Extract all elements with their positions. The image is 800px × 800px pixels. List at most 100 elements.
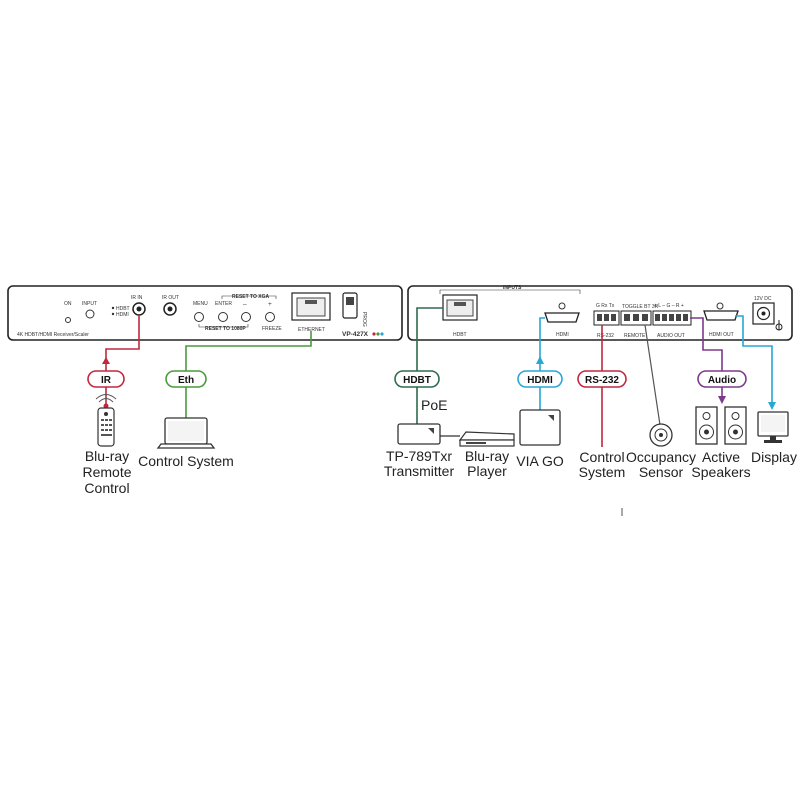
- hdmi-input-screw: [558, 302, 566, 310]
- ir-in-jack-center: [136, 306, 142, 312]
- enter-button[interactable]: [218, 312, 228, 322]
- active-speakers: Active Speakers: [691, 406, 751, 480]
- remote-pin-labels: TOGGLE BT 3R: [622, 304, 659, 310]
- speaker-left-tweeter: [702, 412, 711, 420]
- rs232-pin-g: [597, 314, 602, 321]
- ir-signal-wave-1: [98, 398, 114, 403]
- ir-out-jack[interactable]: [163, 302, 177, 316]
- bluray-player-label-2: Player: [467, 463, 507, 479]
- remote-power-button: [104, 412, 108, 416]
- transmitter-box-icon: [397, 423, 441, 445]
- via-go-label: VIA GO: [516, 453, 564, 469]
- on-label: ON: [64, 301, 72, 307]
- bluray-remote-label-1: Blu-ray: [85, 448, 129, 464]
- remote-key-1: [101, 419, 104, 421]
- rs232-port-label: RS-232: [597, 333, 614, 339]
- hdmi-out-screw: [716, 302, 724, 310]
- badge-eth-text: Eth: [178, 375, 194, 386]
- ir-in-label: IR IN: [131, 295, 143, 301]
- ir-signal-wave-2: [95, 394, 117, 400]
- plus-button[interactable]: [265, 312, 275, 322]
- minus-button[interactable]: [241, 312, 251, 322]
- sensor-line: [644, 324, 661, 426]
- display-stand-base: [764, 440, 782, 443]
- hdbt-led-label: HDBT: [116, 306, 130, 312]
- front-panel: ON INPUT HDBT HDMI IR IN IR OUT 4K HDBT/…: [7, 285, 403, 341]
- usb-prog-port-inner: [346, 297, 354, 305]
- control-system-left: Control System: [138, 417, 234, 469]
- display: Display: [751, 411, 797, 465]
- control-system-right: Control System: [579, 449, 626, 480]
- badge-rs232-pill: [577, 370, 627, 388]
- control-system-right-label-1: Control: [579, 449, 624, 465]
- remote-key-5: [105, 424, 108, 426]
- laptop-base-icon: [156, 443, 216, 449]
- model-label: VP-427X: [342, 331, 369, 338]
- hdmi-input-label: HDMI: [556, 332, 569, 338]
- audio-out-label: AUDIO OUT: [657, 333, 685, 339]
- power-jack-pin: [761, 311, 766, 316]
- badge-audio-pill: [697, 370, 747, 388]
- hdmi-led: [111, 312, 115, 316]
- remote-key-3: [109, 419, 112, 421]
- remote-key-2: [105, 419, 108, 421]
- audio-pin-4: [676, 314, 681, 321]
- logo-dot-blue: [380, 332, 384, 336]
- ir-out-label: IR OUT: [162, 295, 179, 301]
- via-go-logo: [548, 415, 554, 421]
- badge-eth-pill: [165, 370, 207, 388]
- audio-pin-3: [669, 314, 674, 321]
- occupancy-sensor-lens: [654, 428, 668, 442]
- input-button[interactable]: [85, 309, 95, 319]
- ir-out-jack-center: [167, 306, 173, 312]
- speaker-left-woofer: [699, 424, 714, 440]
- remote-key-8: [105, 429, 108, 431]
- usb-prog-port[interactable]: [342, 292, 358, 319]
- display-stand-neck: [770, 436, 776, 440]
- remote-port-label: REMOTE: [624, 333, 646, 339]
- hdmi-input-port[interactable]: [544, 312, 580, 323]
- occupancy-sensor-center: [659, 433, 663, 437]
- bluray-player-label-1: Blu-ray: [465, 448, 509, 464]
- speaker-right-woofer: [728, 424, 743, 440]
- display-label: Display: [751, 449, 797, 465]
- speaker-right-tweeter: [731, 412, 740, 420]
- occupancy-sensor-label-1: Occupancy: [626, 449, 696, 465]
- freeze-label: FREEZE: [262, 326, 282, 332]
- rs232-pin-tx: [611, 314, 616, 321]
- hdbt-input-port-inner: [446, 299, 474, 317]
- ethernet-port-clip: [305, 300, 317, 304]
- inputs-label: INPUTS: [503, 285, 522, 291]
- badge-hdbt-text: HDBT: [403, 375, 431, 386]
- badge-hdmi-text: HDMI: [527, 375, 553, 386]
- ethernet-label: ETHERNET: [298, 327, 325, 333]
- enter-label: ENTER: [215, 301, 232, 307]
- badge-hdbt-pill: [394, 370, 440, 388]
- hdmi-out-port[interactable]: [703, 310, 739, 321]
- remote-pin-2: [633, 314, 639, 321]
- audio-line: [690, 317, 723, 402]
- bluray-player-front: [459, 439, 515, 447]
- bluray-player: Blu-ray Player: [458, 431, 515, 479]
- ir-arrow: [102, 357, 110, 364]
- control-system-left-label: Control System: [138, 453, 234, 469]
- display-screen-area: [761, 415, 785, 432]
- display-arrow: [768, 402, 776, 410]
- badge-ir: IR: [87, 370, 125, 388]
- tp-transmitter-label-2: Transmitter: [384, 463, 455, 479]
- input-label: INPUT: [82, 301, 97, 307]
- menu-button[interactable]: [194, 312, 204, 322]
- reset-1080p-bracket: [198, 324, 249, 328]
- model-description: 4K HDBT/HDMI Receiver/Scaler: [17, 332, 89, 338]
- audio-pin-1: [655, 314, 660, 321]
- badge-rs232-text: RS-232: [585, 375, 619, 386]
- hdbt-led: [111, 306, 115, 310]
- rs232-pin-labels: G Rx Tx: [596, 303, 615, 309]
- audio-pin-2: [662, 314, 667, 321]
- tp-transmitter-label-1: TP-789Txr: [386, 448, 452, 464]
- bluray-remote-label-3: Control: [84, 480, 129, 496]
- hdmi-in-arrow: [536, 356, 544, 364]
- bluray-remote: Blu-ray Remote Control: [82, 394, 132, 496]
- hdbt-input-label: HDBT: [453, 332, 467, 338]
- audio-pin-5: [683, 314, 688, 321]
